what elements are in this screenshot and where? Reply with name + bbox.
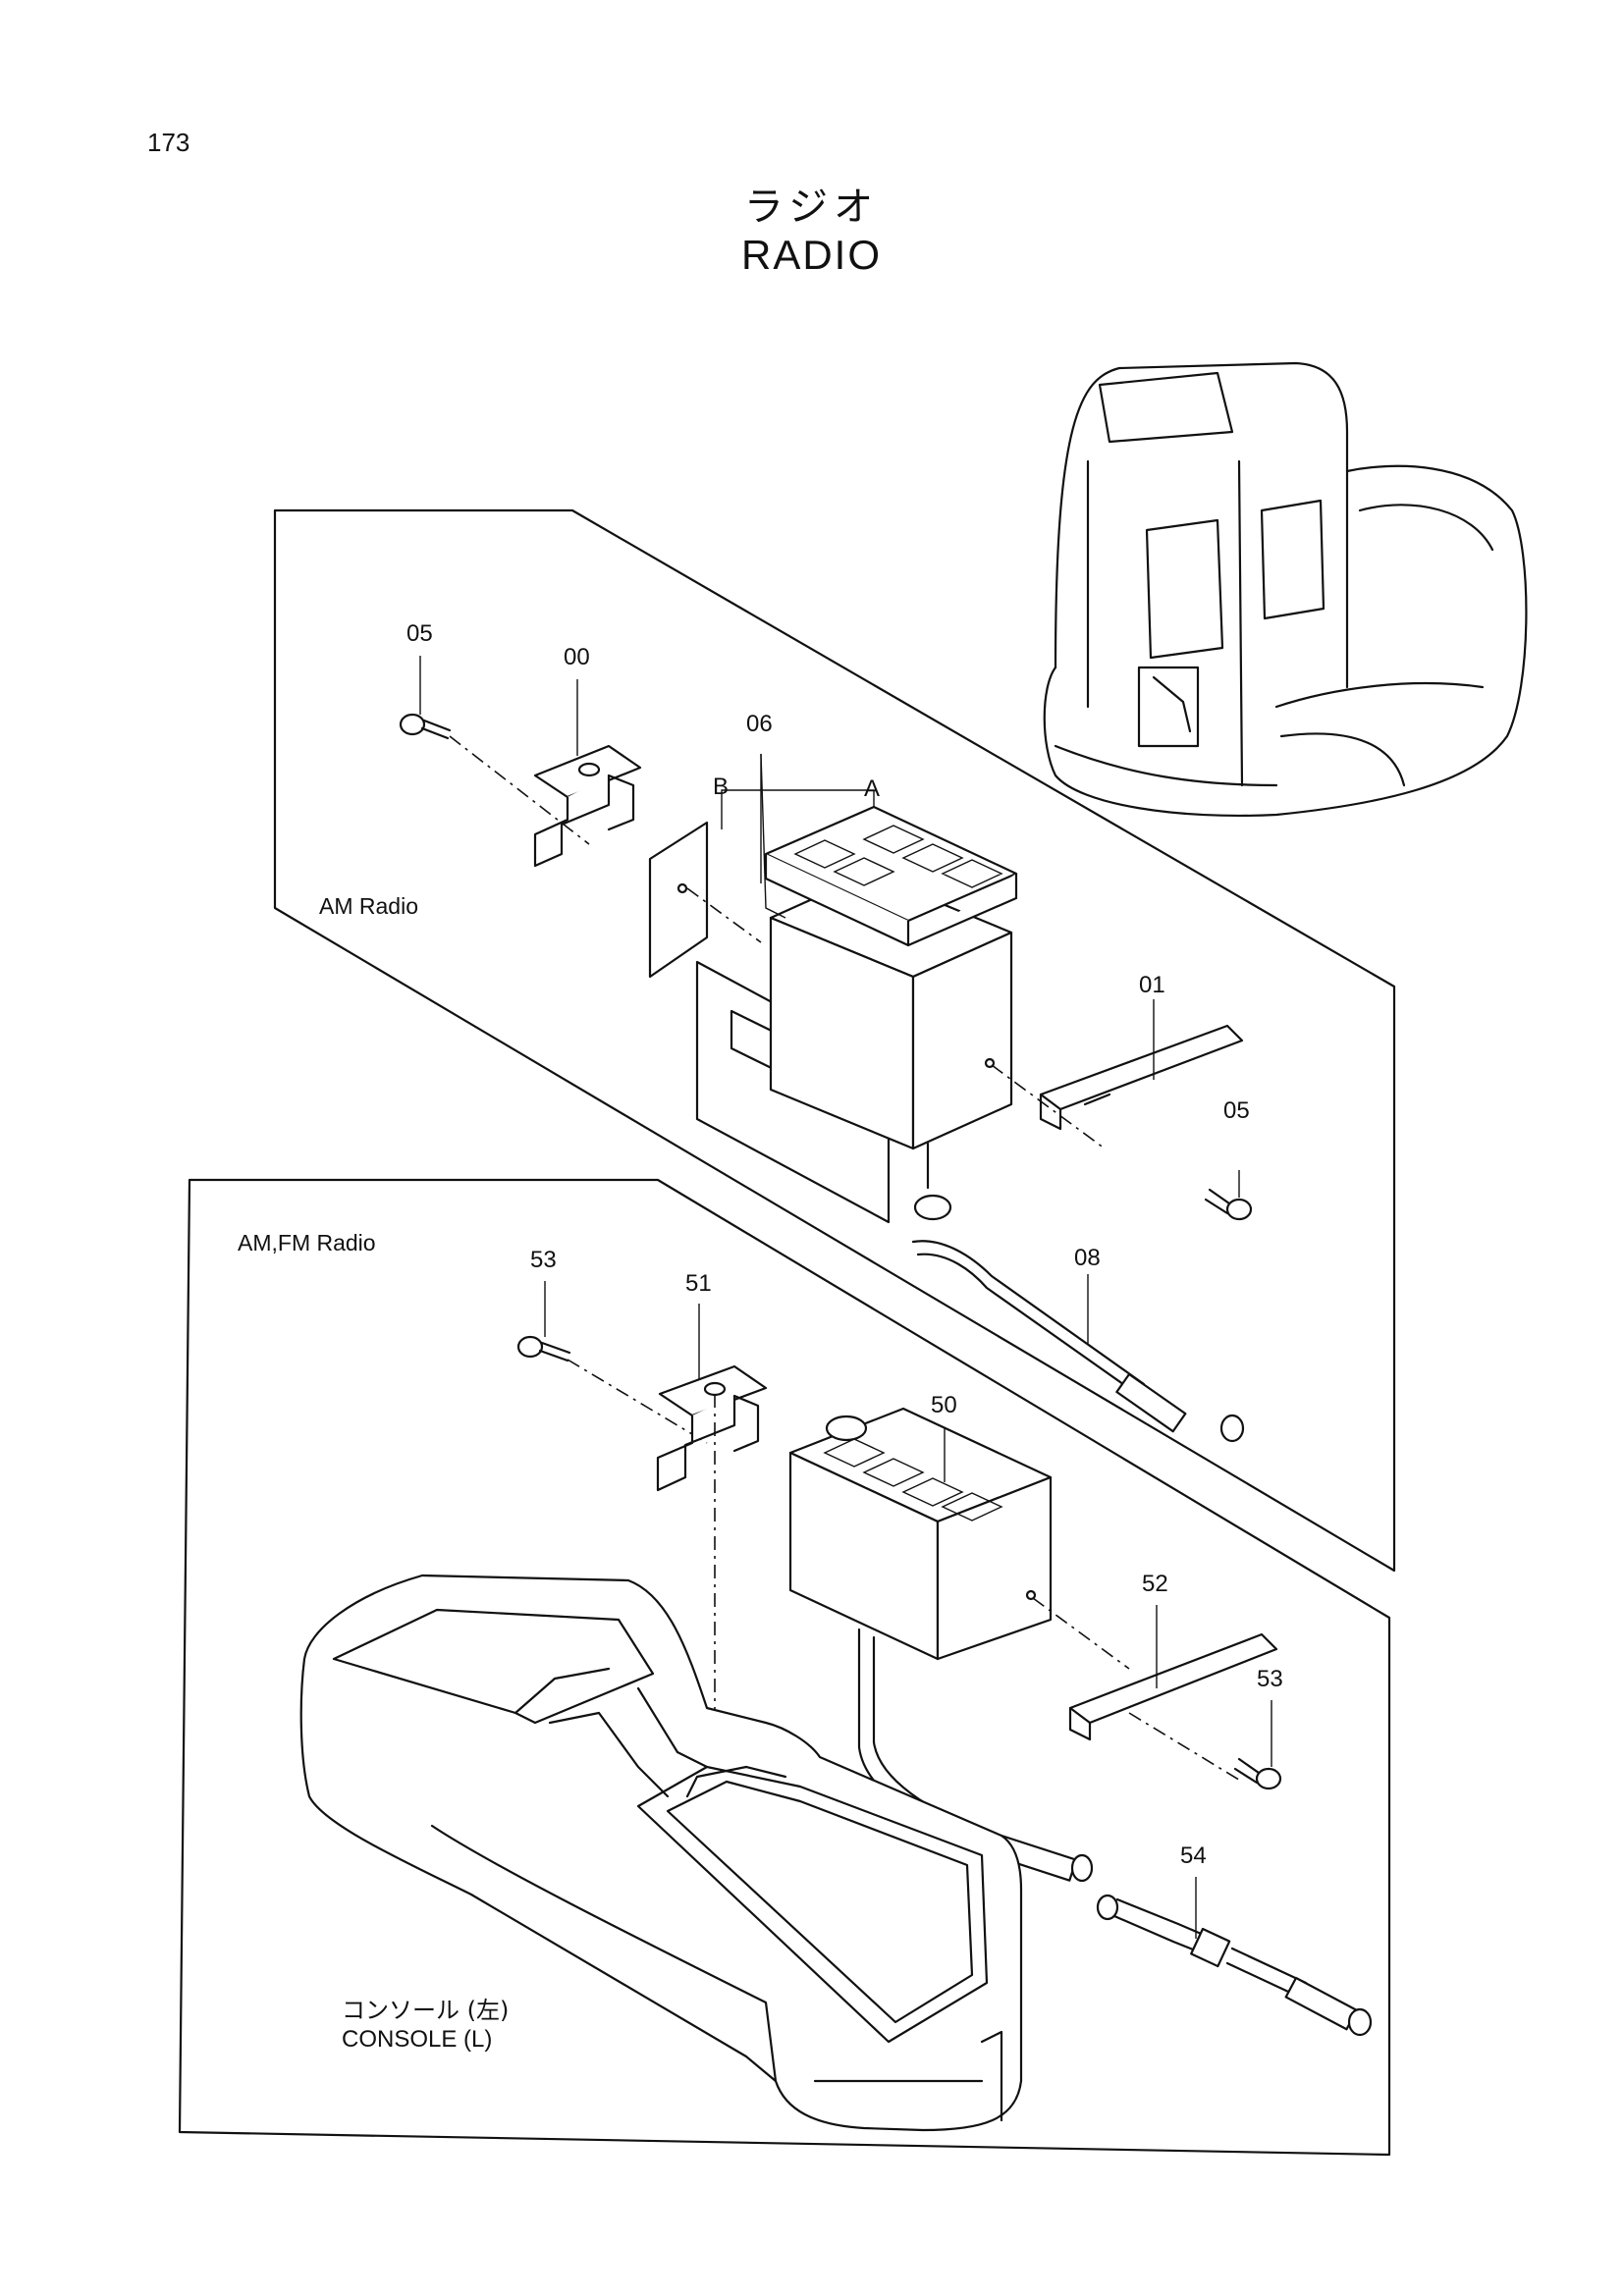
console-label: CONSOLE (L) — [342, 2026, 493, 2053]
callout-51: 51 — [685, 1270, 712, 1297]
callout-06: 06 — [746, 711, 773, 737]
callout-54: 54 — [1180, 1842, 1207, 1869]
callout-05-right: 05 — [1223, 1097, 1250, 1124]
screw-05-top — [399, 713, 452, 740]
screw-53-right — [1233, 1757, 1282, 1790]
leader-lines — [419, 656, 1272, 1939]
bracket-52 — [1068, 1632, 1278, 1741]
callout-01: 01 — [1139, 972, 1165, 998]
excavator-cab-illustration — [1043, 361, 1528, 818]
callout-50: 50 — [931, 1392, 957, 1418]
callout-53-top: 53 — [530, 1247, 557, 1273]
callout-52: 52 — [1142, 1571, 1168, 1597]
callout-b: B — [713, 774, 730, 800]
callout-00: 00 — [564, 644, 590, 670]
page-title-japanese: ラジオ — [743, 185, 880, 230]
screw-05-right — [1204, 1188, 1253, 1221]
am-radio-panel-frame — [273, 508, 1396, 1573]
callout-08: 08 — [1074, 1245, 1101, 1271]
radio-unit-am-fm — [788, 1407, 1053, 1661]
bracket-51 — [656, 1364, 768, 1492]
bracket-01 — [1039, 1024, 1244, 1131]
radio-faceplate-a — [764, 805, 1018, 947]
section-label-am-radio: AM Radio — [319, 893, 418, 919]
console-left-illustration — [299, 1574, 1023, 2132]
section-label-am-fm-radio: AM,FM Radio — [238, 1230, 376, 1255]
callout-53-right: 53 — [1257, 1666, 1283, 1692]
antenna-adapter-54 — [1096, 1894, 1373, 2037]
screw-53-top — [516, 1335, 571, 1362]
page-number: 173 — [147, 128, 190, 157]
am-fm-radio-panel-frame — [178, 1178, 1391, 2157]
bracket-00 — [533, 744, 642, 868]
console-label-japanese: コンソール (左) — [342, 1997, 510, 2024]
antenna-cable-08 — [911, 1142, 1245, 1443]
callout-05-top: 05 — [406, 620, 433, 647]
bezel-plate-b — [648, 821, 709, 979]
callout-a: A — [864, 775, 881, 802]
page-title: RADIO — [740, 232, 882, 278]
